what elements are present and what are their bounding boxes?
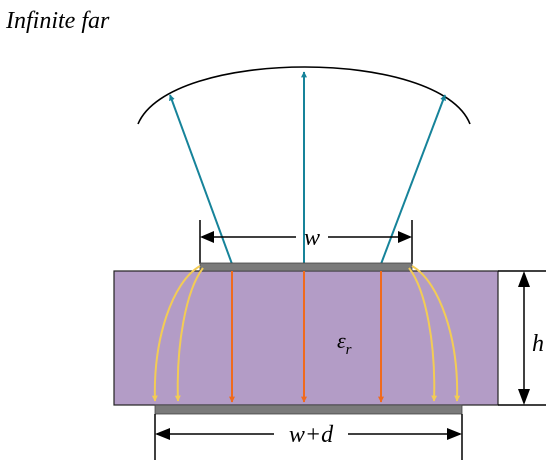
far-field-label: Infinite far: [5, 8, 110, 34]
permittivity-subscript: r: [346, 342, 352, 358]
fringing-line-right-inner: [408, 267, 438, 402]
ground-plane: [154, 404, 463, 415]
height-dimension: [498, 270, 546, 406]
ground-width-label: w+d: [289, 422, 334, 448]
fringing-line-left-outer: [151, 265, 201, 402]
permittivity-label: εr: [337, 328, 352, 358]
fringing-field-lines: [151, 265, 461, 402]
height-label: h: [532, 331, 544, 357]
ground-width-dimension: [154, 414, 463, 460]
top-strip-conductor: [199, 262, 413, 272]
radiation-arrow-right: [380, 94, 446, 265]
radiation-arrow-left: [169, 94, 233, 265]
strip-width-dimension: [199, 220, 413, 264]
fringing-line-right-outer: [411, 265, 461, 402]
fringing-line-left-inner: [174, 267, 204, 402]
substrate: [113, 270, 499, 406]
vertical-field-lines: [229, 271, 384, 403]
radiation-arrows: [169, 71, 446, 265]
permittivity-symbol: ε: [337, 328, 346, 353]
strip-width-label: w: [304, 225, 320, 251]
